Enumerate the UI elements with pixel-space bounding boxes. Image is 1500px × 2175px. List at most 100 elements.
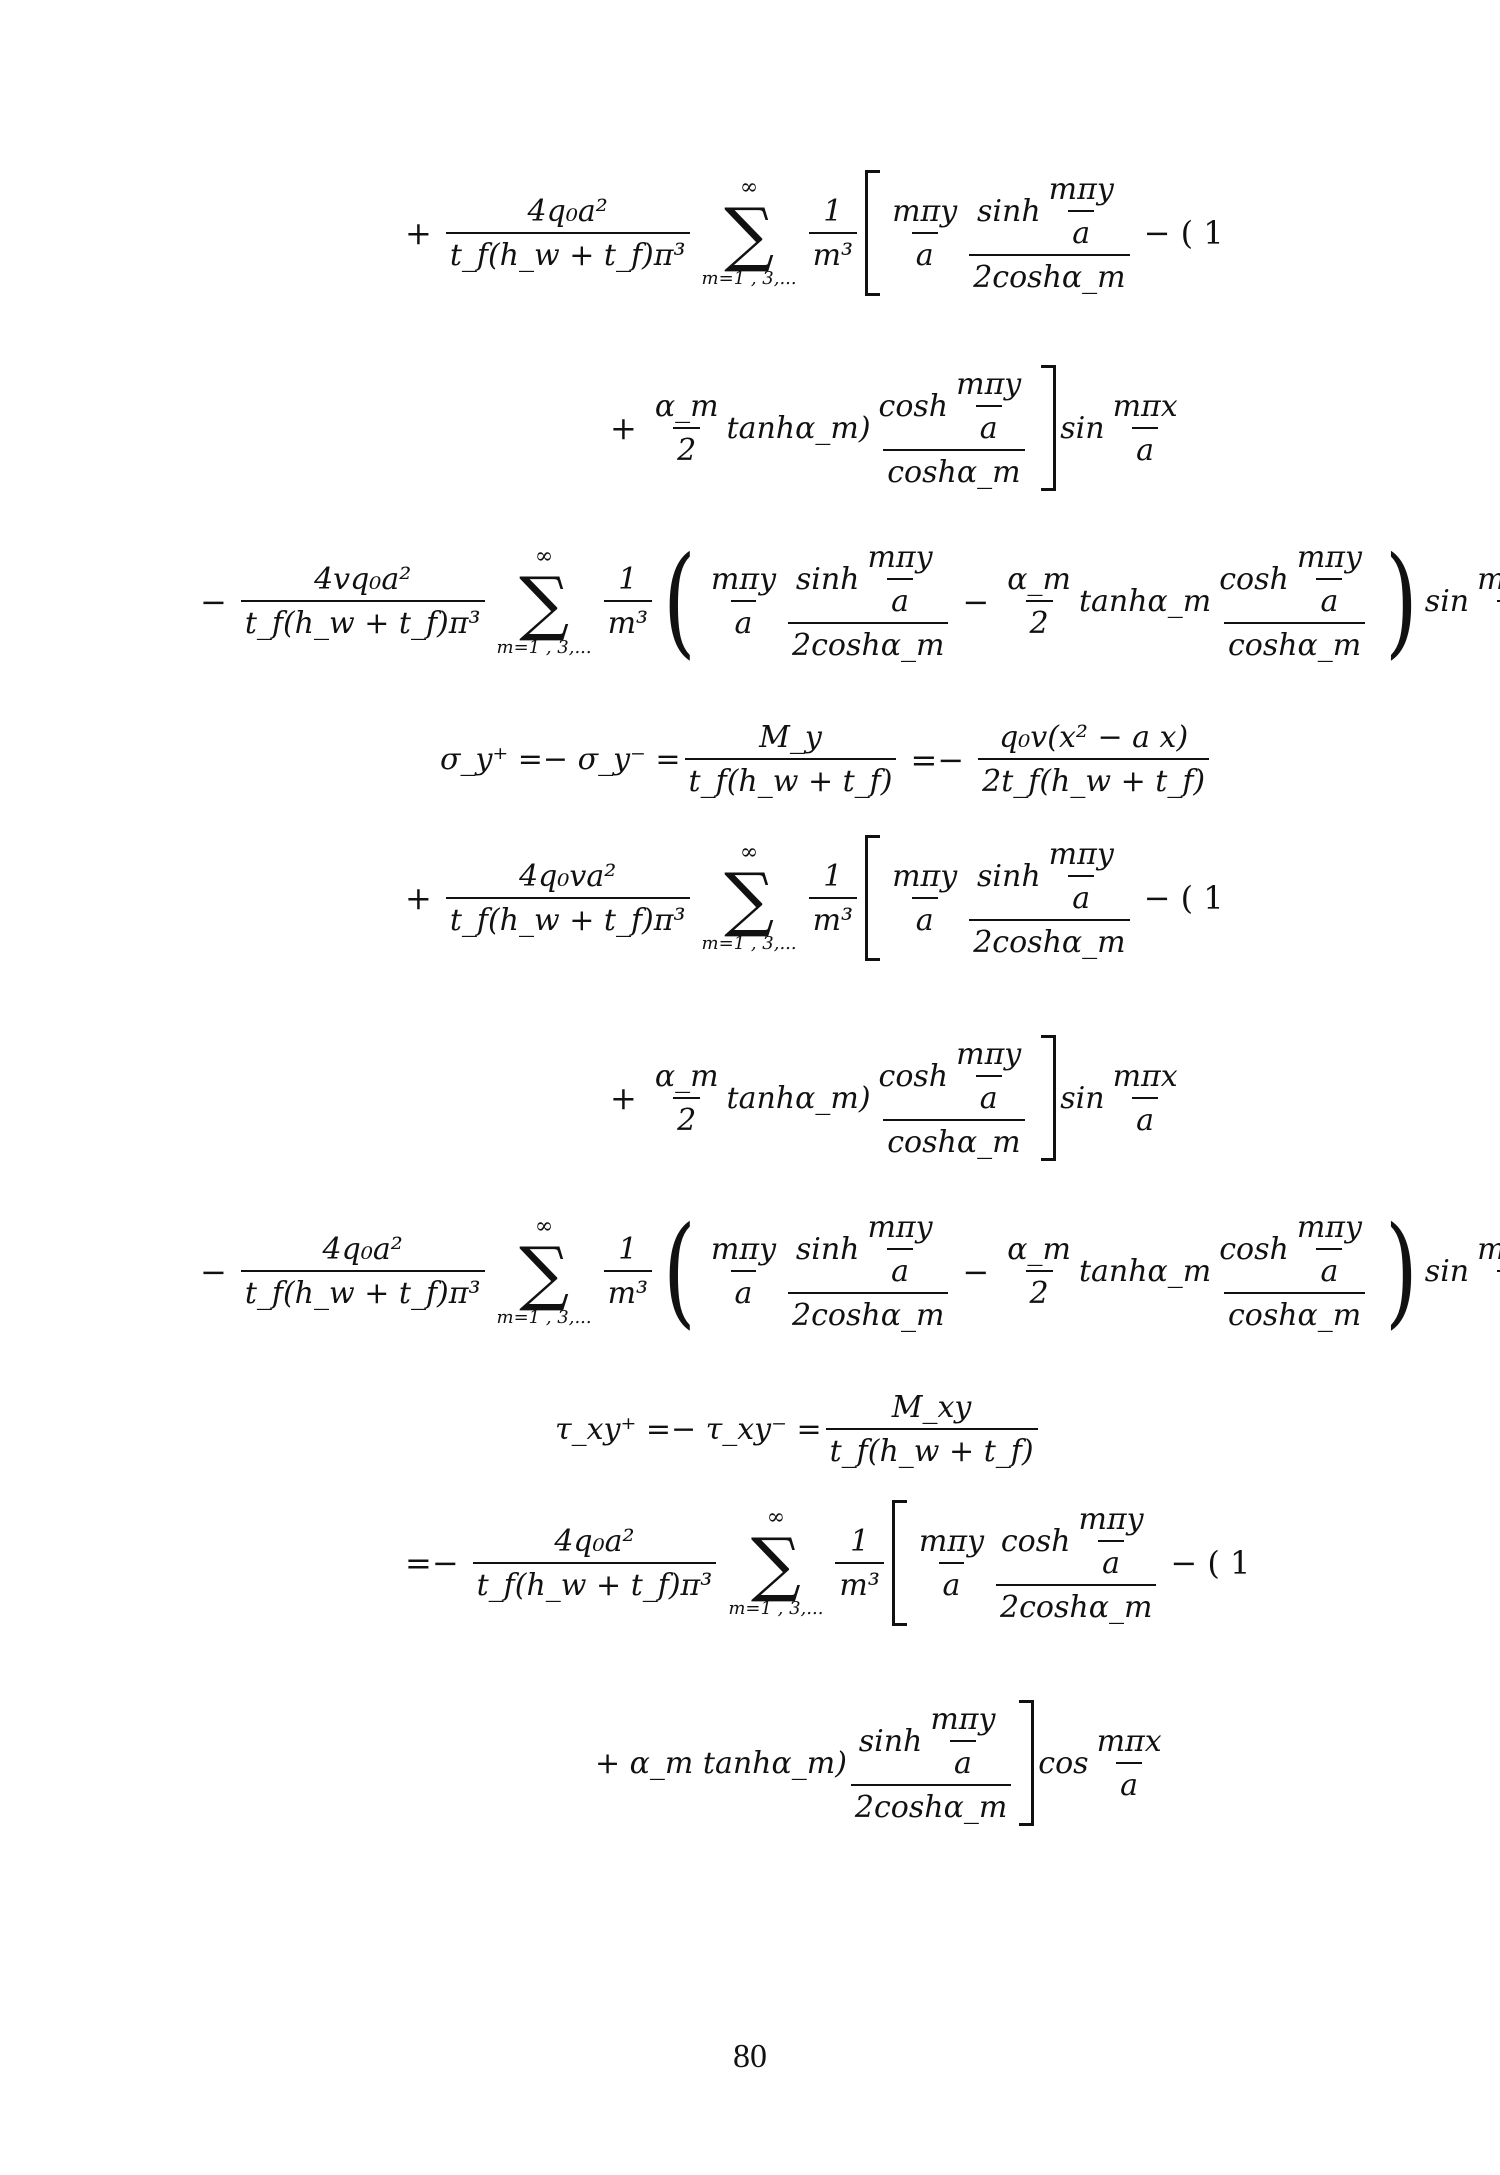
numerator: mπy bbox=[1048, 171, 1114, 207]
denominator: a bbox=[887, 578, 913, 619]
fraction-sinh-term: sinh mπy a 2coshα_m bbox=[969, 837, 1130, 960]
numerator: mπy bbox=[710, 562, 777, 597]
equals-minus-operator: =− bbox=[405, 1544, 459, 1582]
left-paren: ( bbox=[663, 531, 696, 671]
minus-open-term: − ( 1 bbox=[1170, 1544, 1251, 1582]
numerator: mπy bbox=[1048, 836, 1114, 872]
denominator: t_f(h_w + t_f)π³ bbox=[445, 896, 690, 938]
fraction-mpiy-over-a: mπy a bbox=[1074, 1502, 1147, 1581]
fraction-one-over-m3: 1 m³ bbox=[808, 193, 858, 273]
fraction-sinh-term: sinh mπy a 2coshα_m bbox=[850, 1702, 1012, 1825]
fraction-cosh-term: cosh mπy a coshα_m bbox=[875, 367, 1034, 490]
fraction: 4vq₀a² t_f(h_w + t_f)π³ bbox=[240, 562, 485, 641]
plus-operator: + bbox=[405, 879, 432, 917]
denominator: 2t_f(h_w + t_f) bbox=[978, 758, 1210, 799]
fraction-mpiy-over-a: mπy a bbox=[952, 1037, 1025, 1116]
numerator: mπy bbox=[867, 1210, 933, 1245]
denominator: m³ bbox=[808, 896, 858, 938]
numerator: cosh mπy a bbox=[875, 1037, 1034, 1119]
denominator: a bbox=[949, 1739, 976, 1781]
equation-line-1: + 4q₀a² t_f(h_w + t_f)π³ ∞ ∑ m=1 , 3,...… bbox=[395, 170, 1234, 296]
fraction-mpiy-over-a: mπy a bbox=[915, 1524, 988, 1603]
denominator: a bbox=[975, 404, 1002, 446]
sum-index: m=1 , 3,... bbox=[701, 268, 797, 289]
summation: ∞ ∑ m=1 , 3,... bbox=[496, 545, 592, 658]
numerator: 4q₀a² bbox=[527, 193, 608, 229]
numerator: M_y bbox=[759, 720, 822, 755]
alpha-tanh-term: + α_m tanhα_m) bbox=[595, 1745, 847, 1781]
sin-function: sin bbox=[1424, 584, 1470, 619]
denominator: a bbox=[911, 896, 938, 938]
sum-upper-limit: ∞ bbox=[766, 1505, 786, 1530]
denominator: t_f(h_w + t_f)π³ bbox=[240, 1270, 485, 1311]
fraction-mpiy-over-a: mπy a bbox=[888, 194, 961, 273]
numerator: 1 bbox=[823, 193, 843, 229]
numerator: 1 bbox=[823, 858, 843, 894]
sum-upper-limit: ∞ bbox=[739, 175, 759, 200]
equation-line-10: + α_m tanhα_m) sinh mπy a 2coshα_m cos m… bbox=[595, 1700, 1170, 1826]
equation-line-7: − 4q₀a² t_f(h_w + t_f)π³ ∞ ∑ m=1 , 3,...… bbox=[190, 1210, 1500, 1333]
numerator: mπx bbox=[1473, 562, 1500, 600]
denominator: a bbox=[938, 1561, 965, 1603]
fraction-one-over-m3: 1 m³ bbox=[603, 562, 653, 641]
numerator: α_m bbox=[1007, 562, 1071, 597]
denominator: m³ bbox=[603, 600, 653, 641]
denominator: coshα_m bbox=[1223, 1292, 1366, 1333]
denominator: a bbox=[730, 600, 757, 641]
numerator: 4q₀va² bbox=[519, 858, 617, 894]
denominator: 2coshα_m bbox=[969, 253, 1130, 295]
sin-function: sin bbox=[1060, 1080, 1105, 1116]
fraction-mpiy-over-a: mπy a bbox=[1045, 837, 1118, 916]
denominator: a bbox=[1068, 209, 1095, 251]
fraction-alpha-over-2: α_m 2 bbox=[1003, 1232, 1075, 1311]
denominator: t_f(h_w + t_f)π³ bbox=[445, 231, 690, 273]
numerator: mπx bbox=[1473, 1232, 1500, 1270]
sigma-symbol: ∑ bbox=[519, 1231, 570, 1314]
numerator: 1 bbox=[618, 1232, 638, 1267]
minus-open-term: − ( 1 bbox=[1143, 879, 1224, 917]
plus-operator: + bbox=[610, 409, 637, 447]
plus-operator: + bbox=[405, 214, 432, 252]
denominator: m³ bbox=[808, 231, 858, 273]
sum-upper-limit: ∞ bbox=[534, 1213, 554, 1239]
fraction-mpiy-over-a: mπy a bbox=[707, 562, 780, 641]
minus-open-term: − ( 1 bbox=[1143, 214, 1224, 252]
denominator: a bbox=[1496, 1270, 1500, 1311]
denominator: m³ bbox=[603, 1270, 653, 1311]
sum-index: m=1 , 3,... bbox=[496, 636, 592, 658]
denominator: a bbox=[1316, 1248, 1343, 1289]
equals-minus-operator: =− bbox=[910, 740, 965, 779]
cosh-function: cosh bbox=[878, 1058, 949, 1094]
cosh-function: cosh bbox=[1000, 1523, 1071, 1559]
fraction-alpha-over-2: α_m 2 bbox=[651, 389, 723, 468]
fraction-cosh-term: cosh mπy a coshα_m bbox=[1215, 1210, 1374, 1333]
numerator: 1 bbox=[618, 562, 638, 597]
fraction-q0: q₀v(x² − a x) 2t_f(h_w + t_f) bbox=[978, 720, 1210, 799]
denominator: 2 bbox=[673, 1096, 701, 1138]
sinh-function: sinh bbox=[858, 1723, 923, 1759]
fraction-mpix-over-a: mπx a bbox=[1109, 1059, 1182, 1138]
numerator: cosh mπy a bbox=[875, 367, 1034, 449]
fraction: 4q₀a² t_f(h_w + t_f)π³ bbox=[240, 1232, 485, 1311]
fraction-mpiy-over-a: mπy a bbox=[1293, 1210, 1366, 1289]
numerator: mπx bbox=[1096, 1723, 1162, 1759]
minus-operator: − bbox=[200, 1252, 227, 1291]
denominator: a bbox=[1496, 600, 1500, 641]
numerator: sinh mπy a bbox=[973, 172, 1126, 254]
left-bracket bbox=[891, 1500, 907, 1626]
denominator: a bbox=[975, 1074, 1002, 1116]
numerator: α_m bbox=[1007, 1232, 1071, 1267]
denominator: a bbox=[911, 231, 938, 273]
fraction: 4q₀a² t_f(h_w + t_f)π³ bbox=[445, 193, 690, 273]
fraction-one-over-m3: 1 m³ bbox=[603, 1232, 653, 1311]
numerator: mπy bbox=[867, 540, 933, 575]
numerator: 4vq₀a² bbox=[314, 562, 412, 597]
sigma-symbol: ∑ bbox=[724, 858, 775, 940]
right-bracket bbox=[1041, 365, 1057, 491]
fraction-My: M_y t_f(h_w + t_f) bbox=[684, 720, 897, 799]
fraction-mpiy-over-a: mπy a bbox=[888, 859, 961, 938]
numerator: mπy bbox=[956, 1036, 1022, 1072]
numerator: mπy bbox=[1078, 1501, 1144, 1537]
summation: ∞ ∑ m=1 , 3,... bbox=[702, 842, 797, 954]
fraction-cosh-term: cosh mπy a 2coshα_m bbox=[996, 1502, 1157, 1625]
